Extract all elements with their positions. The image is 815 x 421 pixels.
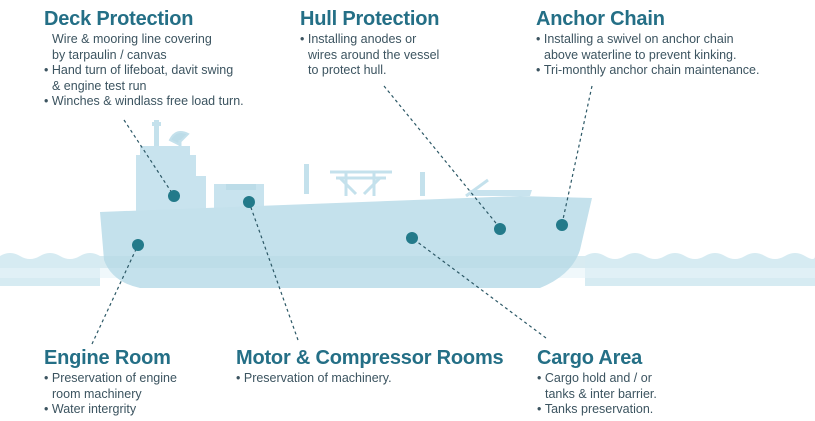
callout-line: Hand turn of lifeboat, davit swing: [44, 63, 244, 79]
callout-title: Motor & Compressor Rooms: [236, 347, 504, 369]
markers: [132, 190, 568, 251]
callout-title: Hull Protection: [300, 8, 440, 30]
callout-line: Installing a swivel on anchor chain: [536, 32, 759, 48]
callout-motor-compressor-rooms: Motor & Compressor Rooms Preservation of…: [236, 347, 504, 387]
radar-dish-icon: [168, 131, 190, 146]
deck-pipe-1: [304, 164, 309, 194]
callout-title: Deck Protection: [44, 8, 194, 30]
bridge: [136, 155, 206, 214]
callout-line: Preservation of machinery.: [236, 371, 503, 387]
mast: [154, 120, 159, 155]
marker-hull: [494, 223, 506, 235]
callout-line: to protect hull.: [308, 63, 387, 77]
callout-line: tanks & inter barrier.: [545, 386, 657, 401]
deck-house-roof: [226, 184, 256, 190]
callout-line: Tri-monthly anchor chain maintenance.: [536, 63, 760, 79]
callout-anchor-chain: Anchor Chain Installing a swivel on anch…: [536, 8, 759, 79]
callout-line: Cargo hold and / or: [537, 371, 657, 387]
callout-line: by tarpaulin / canvas: [52, 47, 167, 62]
callout-line: Tanks preservation.: [537, 402, 657, 418]
callout-line: Wire & mooring line covering: [52, 32, 212, 46]
hull: [100, 196, 592, 288]
callout-lines: Preservation of machinery.: [236, 371, 503, 387]
marker-engine: [132, 239, 144, 251]
marker-anchor: [556, 219, 568, 231]
marker-deck: [168, 190, 180, 202]
leader-cargo: [411, 237, 547, 339]
callout-line: room machinery: [52, 386, 142, 401]
callout-line: Preservation of engine: [44, 371, 177, 387]
leader-engine: [91, 244, 139, 345]
callout-title: Anchor Chain: [536, 8, 665, 30]
callout-line: Installing anodes or: [300, 32, 439, 48]
callout-title: Engine Room: [44, 347, 171, 369]
mast-top: [152, 122, 161, 126]
callout-line: above waterline to prevent kinking.: [544, 47, 737, 62]
callout-lines: Installing a swivel on anchor chainabove…: [536, 32, 760, 79]
callout-hull-protection: Hull Protection Installing anodes orwire…: [300, 8, 439, 79]
callout-title: Cargo Area: [537, 347, 643, 369]
callout-deck-protection: Deck Protection Wire & mooring line cove…: [44, 8, 244, 110]
leader-hull: [383, 85, 501, 229]
leader-motor: [248, 201, 299, 341]
forward-crane: [465, 178, 489, 198]
callout-line: & engine test run: [52, 78, 147, 93]
ship: [100, 120, 592, 288]
cargo-crane: [330, 170, 392, 196]
leader-lines: [91, 85, 593, 345]
marker-motor: [243, 196, 255, 208]
bridge-upper: [140, 146, 190, 158]
forecastle: [470, 190, 532, 196]
callout-line: Water intergrity: [44, 402, 177, 418]
callout-line: wires around the vessel: [308, 47, 440, 62]
deck-pipe-2: [420, 172, 425, 196]
waterline: [100, 256, 585, 268]
callout-line: Winches & windlass free load turn.: [44, 94, 244, 110]
marker-cargo: [406, 232, 418, 244]
